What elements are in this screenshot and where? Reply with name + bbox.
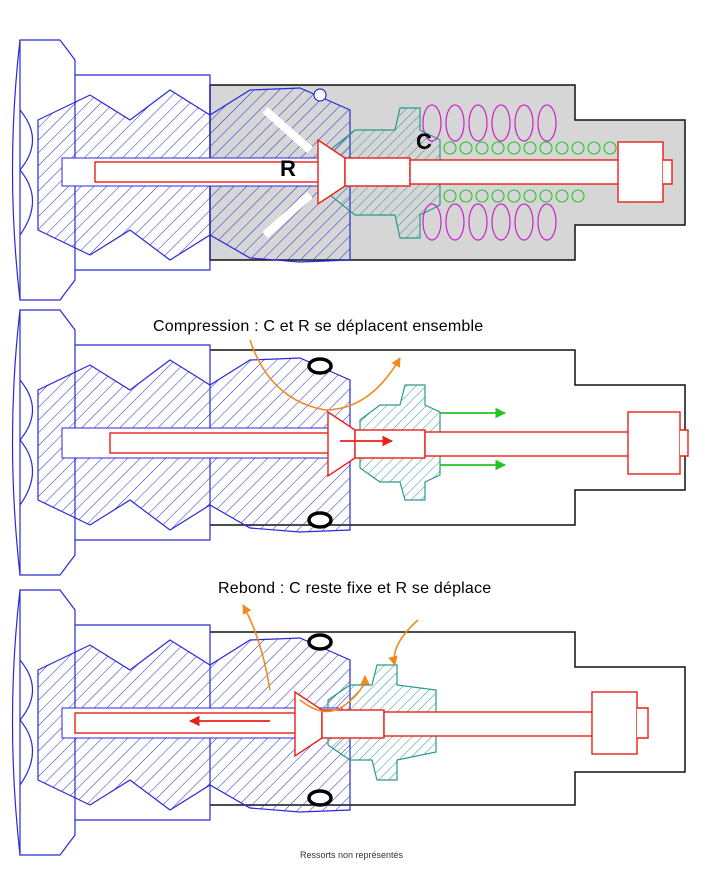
oil-flow-arrow-left — [242, 604, 271, 691]
panel-rest — [11, 39, 686, 301]
o-ring-top — [313, 88, 327, 102]
o-ring-top — [307, 357, 333, 375]
oil-flow-arrow-right — [388, 619, 419, 666]
note-springs-not-shown: Ressorts non représentés — [300, 850, 404, 860]
spring-inner — [443, 141, 617, 203]
rebound-rod — [94, 138, 673, 206]
panel-rebound — [11, 589, 686, 856]
o-ring-bottom — [307, 511, 333, 529]
caption-rebound: Rebond : C reste fixe et R se déplace — [218, 580, 492, 597]
label-valve-c: C — [416, 129, 432, 154]
caption-compression: Compression : C et R se déplacent ensemb… — [153, 318, 484, 335]
spring-outer — [422, 104, 557, 241]
o-ring-bottom — [307, 789, 333, 807]
rebound-rod — [74, 690, 649, 758]
label-rod-r: R — [280, 156, 296, 181]
oil-flow-arrow — [249, 339, 401, 411]
end-cap — [11, 39, 211, 301]
oil-flow-arrow-mid — [299, 675, 370, 713]
panel-compression — [11, 309, 689, 576]
o-ring-top — [307, 633, 333, 651]
passage-lower — [262, 192, 313, 238]
passage-upper — [262, 107, 313, 153]
rebound-rod — [109, 410, 689, 478]
cylinder-outline — [210, 631, 686, 806]
